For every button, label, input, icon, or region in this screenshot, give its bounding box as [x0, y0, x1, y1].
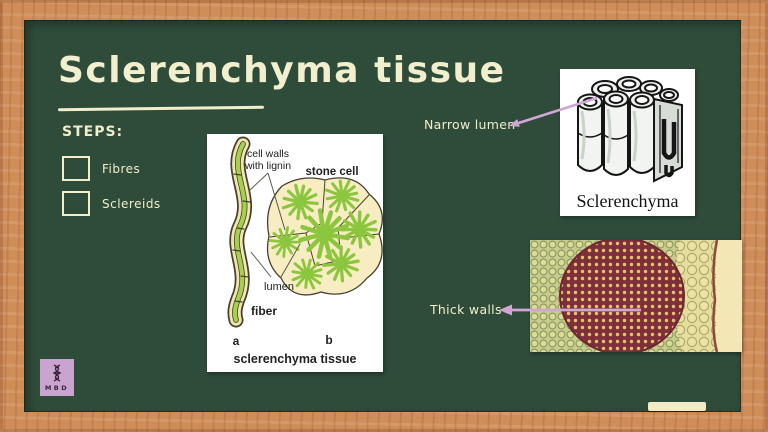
step-item-fibres: Fibres	[62, 156, 140, 181]
sclereids-label: Sclereids	[102, 196, 161, 211]
sclereids-checkbox[interactable]	[62, 191, 90, 216]
model-caption: Sclerenchyma	[576, 191, 679, 211]
sclerenchyma-diagram-card: cell walls with lignin stone cell lumen …	[207, 134, 383, 372]
sclerenchyma-3d-illustration	[577, 76, 683, 183]
stone-cell-cluster	[264, 172, 383, 297]
sclerenchyma-model-card: Sclerenchyma	[560, 69, 695, 216]
fibres-checkbox[interactable]	[62, 156, 90, 181]
cell-walls-label-line2: with lignin	[244, 160, 291, 172]
sclerenchyma-diagram: cell walls with lignin stone cell lumen …	[227, 136, 383, 366]
panel-b-label: b	[325, 333, 332, 347]
chalk-eraser	[648, 402, 706, 411]
stem-cross-section-micrograph	[530, 240, 742, 352]
thick-walls-arrow	[499, 304, 641, 316]
diagram-caption-text: sclerenchyma tissue	[234, 352, 357, 366]
stone-cell-label: stone cell	[305, 166, 358, 178]
cell-walls-label-line1: cell walls	[247, 148, 289, 160]
step-item-sclereids: Sclereids	[62, 191, 161, 216]
panel-a-label: a	[233, 334, 240, 348]
narrow-lumen-label: Narrow lumen	[424, 117, 516, 132]
label-pointer-lines	[249, 172, 301, 278]
brand-text: MBD	[44, 383, 70, 392]
dna-icon	[52, 363, 62, 382]
lumen-label: lumen	[264, 281, 294, 293]
brand-badge: MBD	[40, 359, 74, 396]
narrow-lumen-arrow	[509, 96, 598, 127]
steps-heading: STEPS:	[62, 124, 124, 140]
fiber-label: fiber	[251, 304, 277, 318]
page-title: Sclerenchyma tissue	[58, 50, 506, 91]
thick-walls-label: Thick walls	[430, 302, 502, 317]
fibres-label: Fibres	[102, 161, 141, 176]
fiber-illustration	[227, 136, 252, 328]
